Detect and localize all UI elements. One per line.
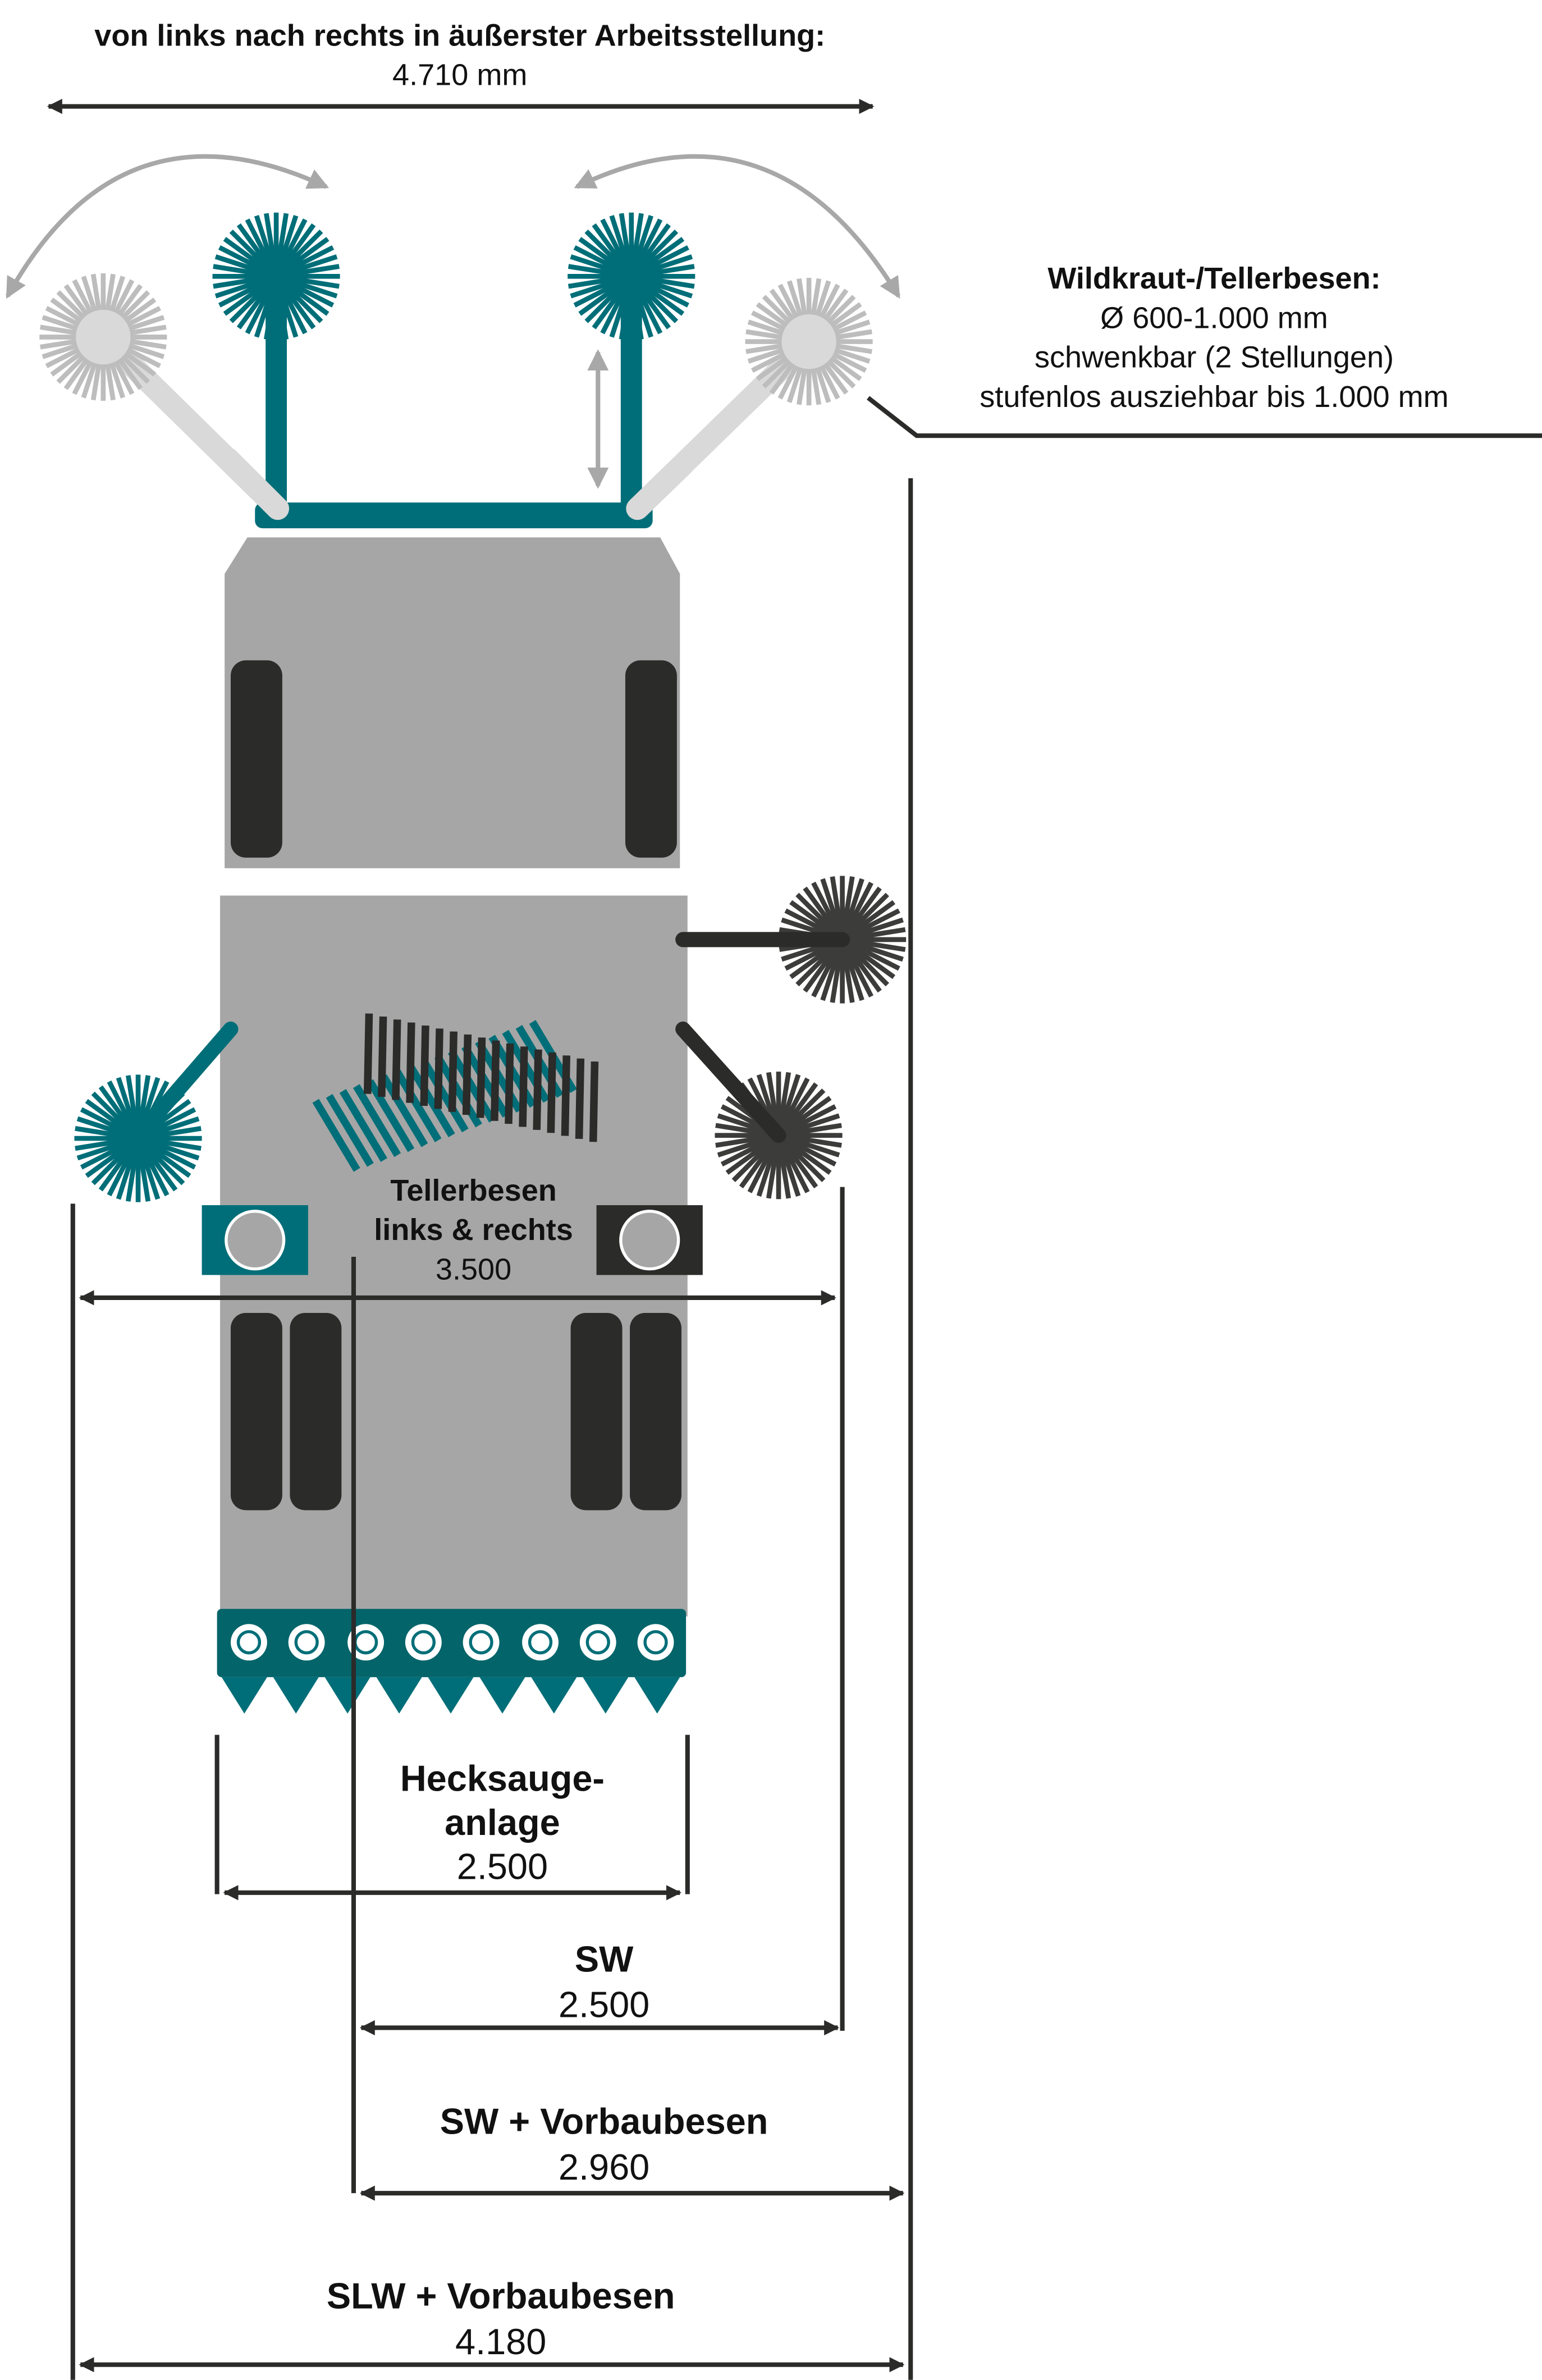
suction-nozzle-inner xyxy=(585,1630,610,1655)
roller-bristle xyxy=(476,1037,486,1118)
slw-front-label: SLW + Vorbaubesen xyxy=(327,2276,675,2317)
roller-bristle xyxy=(447,1049,496,1123)
suction-blade xyxy=(583,1677,629,1714)
vehicle-cab xyxy=(225,537,680,868)
roller-bristle xyxy=(420,1025,429,1106)
roller-bristle xyxy=(312,1099,360,1172)
roller-bristle xyxy=(380,1074,428,1147)
disc-brooms-value: 3.500 xyxy=(436,1253,511,1287)
ghost-brush-right xyxy=(745,278,873,406)
roller-bristle xyxy=(326,1093,374,1167)
rear-suction-label-2: anlage xyxy=(445,1802,560,1843)
roller-bristle xyxy=(407,1064,455,1138)
roller-bristle xyxy=(353,1084,401,1157)
dark-roller-brush xyxy=(363,1013,599,1142)
swivel-arrow-right xyxy=(574,154,901,299)
rear-wheel xyxy=(290,1313,342,1511)
disc-brooms-label-1: Tellerbesen xyxy=(390,1174,556,1207)
sw-front-label: SW + Vorbaubesen xyxy=(440,2101,768,2142)
suction-nozzle-inner xyxy=(294,1630,319,1655)
roller-bristle xyxy=(434,1028,443,1109)
roller-bristle xyxy=(448,1031,457,1112)
brush-hub xyxy=(249,249,304,304)
roller-bristle xyxy=(392,1019,401,1100)
roller-bristle xyxy=(519,1046,528,1127)
swivel-arrow-left xyxy=(5,154,330,299)
suction-blade xyxy=(634,1677,680,1714)
suction-blade xyxy=(376,1677,422,1714)
annotation-heading: Wildkraut-/Tellerbesen: xyxy=(1047,262,1380,295)
roller-bristle xyxy=(363,1013,373,1094)
suction-nozzle-inner xyxy=(469,1630,493,1655)
suction-nozzle-inner xyxy=(528,1630,553,1655)
front-brush-left xyxy=(212,212,340,340)
front-wheel-right xyxy=(625,660,677,858)
ghost-arm-left-tip xyxy=(216,447,290,520)
rear-wheel xyxy=(230,1313,282,1511)
roller-bristle xyxy=(547,1052,556,1133)
roller-bristle xyxy=(462,1034,472,1115)
sw-front-value: 2.960 xyxy=(559,2146,649,2187)
disc-brooms-label-2: links & rechts xyxy=(374,1213,573,1247)
rear-wheel xyxy=(570,1313,623,1511)
annotation-leader-line xyxy=(867,396,1542,438)
roller-bristle xyxy=(491,1040,500,1121)
rear-suction-label-1: Hecksauge- xyxy=(400,1758,605,1799)
suction-blade xyxy=(531,1677,577,1714)
roller-bristle xyxy=(406,1022,415,1103)
suction-blade xyxy=(221,1677,267,1714)
suction-blade xyxy=(428,1677,474,1714)
sw-value: 2.500 xyxy=(559,1984,649,2025)
suction-blade xyxy=(324,1677,370,1714)
front-brush-right xyxy=(568,212,695,340)
brush-hub xyxy=(76,309,131,365)
roller-bristle xyxy=(533,1049,542,1130)
side-brush-right-upper xyxy=(779,876,907,1004)
suction-blade xyxy=(479,1677,525,1714)
sensor-circle xyxy=(619,1210,680,1271)
suction-nozzle-inner xyxy=(411,1630,436,1655)
sensor-circle xyxy=(225,1210,286,1271)
roller-bristle xyxy=(461,1045,510,1118)
roller-bristle xyxy=(339,1089,387,1162)
suction-nozzle-inner xyxy=(353,1630,378,1655)
annotation-diameter: Ø 600-1.000 mm xyxy=(1100,301,1328,335)
roller-bristle xyxy=(393,1069,442,1142)
annotation-swivel: schwenkbar (2 Stellungen) xyxy=(1035,341,1394,374)
title-text: von links nach rechts in äußerster Arbei… xyxy=(94,19,825,52)
suction-nozzle-inner xyxy=(236,1630,262,1655)
front-wheel-left xyxy=(230,660,282,858)
annotation-extend: stufenlos ausziehbar bis 1.000 mm xyxy=(980,380,1448,414)
roller-bristle xyxy=(561,1055,570,1136)
rear-suction-unit xyxy=(217,1609,687,1677)
roller-bristle xyxy=(367,1079,415,1152)
slw-front-value: 4.180 xyxy=(455,2321,546,2362)
suction-blade xyxy=(273,1677,319,1714)
sw-label: SW xyxy=(575,1938,634,1979)
side-arm-right-lower xyxy=(675,1021,786,1143)
suction-nozzle-inner xyxy=(643,1630,668,1655)
roller-bristle xyxy=(505,1043,514,1124)
brush-hub xyxy=(781,314,836,369)
title-value: 4.710 mm xyxy=(392,58,527,92)
side-arm-left xyxy=(144,1021,239,1128)
front-crossbar xyxy=(255,502,653,529)
extension-lines xyxy=(70,478,913,2380)
rear-suction-value: 2.500 xyxy=(457,1846,548,1887)
ghost-arm-right-tip xyxy=(626,453,694,520)
roller-bristle xyxy=(589,1061,599,1142)
roller-bristle xyxy=(420,1059,469,1133)
rear-wheel xyxy=(630,1313,681,1511)
roller-bristle xyxy=(378,1016,387,1097)
roller-bristle xyxy=(575,1058,585,1139)
roller-bristle xyxy=(434,1054,482,1128)
brush-hub xyxy=(604,249,659,304)
ghost-brush-left xyxy=(39,273,167,401)
